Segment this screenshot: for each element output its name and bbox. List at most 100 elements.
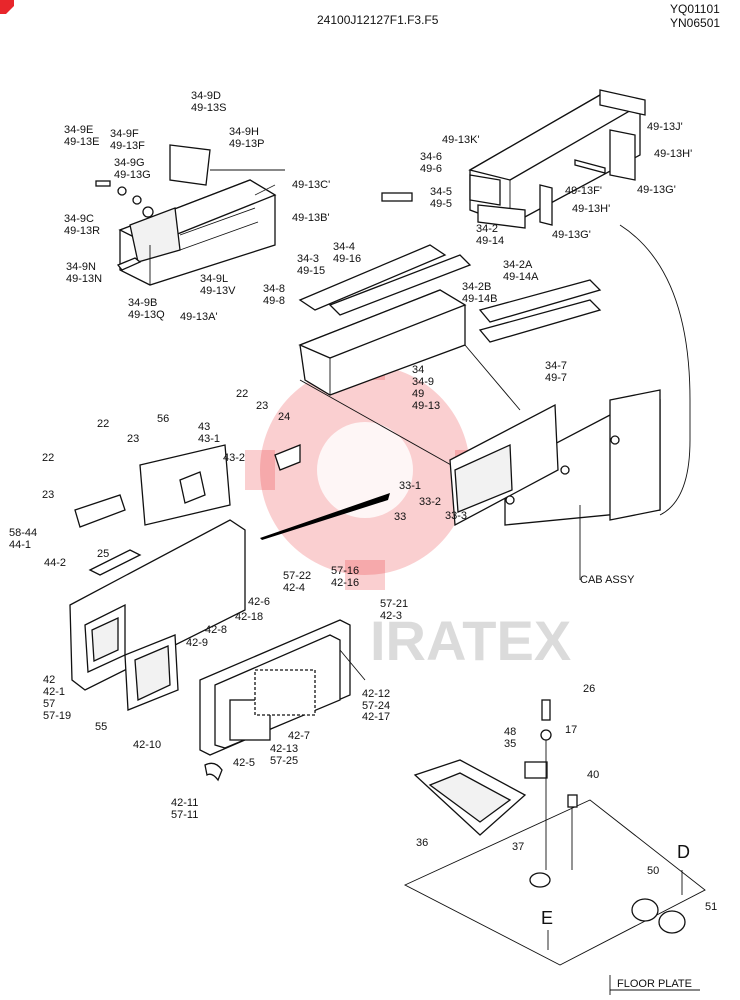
callout-c23: 34-449-16 (333, 241, 361, 265)
callout-text: 24 (278, 411, 290, 423)
callout-text: 49-7 (545, 372, 567, 384)
callout-text: 43-1 (198, 433, 220, 445)
callout-text: 49-13V (200, 285, 236, 297)
callout-c15: 49-13H' (654, 148, 692, 160)
callout-c40: 33-1 (399, 480, 421, 492)
callout-text: 22 (97, 418, 109, 430)
callout-text: 55 (95, 721, 107, 733)
callout-text: 23 (42, 489, 54, 501)
callout-text: 34-9E (64, 124, 93, 136)
callout-c69: 37 (512, 841, 524, 853)
callout-text: 42-7 (288, 730, 310, 742)
callout-text: 42-13 (270, 743, 298, 755)
callout-text: 49-13G' (552, 229, 591, 241)
callout-text: 57-25 (270, 755, 298, 767)
callout-text: 49-13F (110, 140, 145, 152)
callout-text: 34-9N (66, 261, 96, 273)
callout-c12: 49-13A' (180, 311, 218, 323)
callout-c36: 23 (127, 433, 139, 445)
callout-text: 49-13G (114, 169, 151, 181)
callout-text: 42 (43, 674, 55, 686)
callout-text: 34-9 (412, 376, 434, 388)
main-duct-box (298, 192, 602, 471)
callout-text: D (677, 842, 690, 862)
callout-text: 49-13K' (442, 134, 480, 146)
callout-text: 42-9 (186, 637, 208, 649)
callout-text: 34-2B (462, 281, 491, 293)
callout-text: 42-12 (362, 688, 390, 700)
callout-text: 34 (412, 364, 424, 376)
callout-text: 49-6 (420, 163, 442, 175)
callout-c17: 49-13F' (565, 185, 602, 197)
callout-text: 26 (583, 683, 595, 695)
callout-text: 34-8 (263, 283, 285, 295)
callout-text: 49-13C' (292, 179, 330, 191)
callout-c74: FLOOR PLATE (617, 978, 692, 990)
watermark-text: IRATEX (370, 609, 571, 672)
callout-text: 43-2 (223, 452, 245, 464)
callout-c30: 22 (236, 388, 248, 400)
cab-assembly (449, 224, 691, 580)
callout-text: 34-9C (64, 213, 94, 225)
callout-c47: CAB ASSY (580, 574, 635, 586)
callout-text: 34-2 (476, 223, 498, 235)
callout-c43: 33-3 (445, 510, 467, 522)
callout-text: 42-6 (248, 596, 270, 608)
callout-text: 49-15 (297, 265, 325, 277)
callout-c50: 42-6 (248, 596, 270, 608)
callout-text: 33-1 (399, 480, 421, 492)
drawing-ref-line1: YQ01101 (670, 2, 720, 16)
callout-text: 49 (412, 388, 424, 400)
callout-c7: 49-13B' (292, 212, 330, 224)
callout-text: 57-22 (283, 570, 311, 582)
callout-text: 34-9H (229, 126, 259, 138)
callout-text: 58-44 (9, 527, 37, 539)
callout-text: 34-9L (200, 273, 228, 285)
callout-text: 22 (42, 452, 54, 464)
callout-c60: 42-10 (133, 739, 161, 751)
callout-text: 49-13R (64, 225, 100, 237)
callout-c45: 44-2 (44, 557, 66, 569)
callout-c27: 34-849-8 (263, 283, 285, 307)
upper-right-duct-assembly (468, 89, 646, 229)
callout-text: 42-11 (171, 797, 198, 809)
callout-c21: 49-13G' (552, 229, 591, 241)
callout-text: 49-13G' (637, 184, 676, 196)
callout-c67: 40 (587, 769, 599, 781)
callout-text: 57-21 (380, 598, 408, 610)
callout-text: 22 (236, 388, 248, 400)
callout-text: 42-16 (331, 577, 359, 589)
callout-text: 49-13A' (180, 311, 218, 323)
drawing-model-code: 24100J12127F1.F3.F5 (317, 13, 439, 27)
callout-c28: 34-749-7 (545, 360, 567, 384)
callout-text: 49-13S (191, 102, 226, 114)
callout-text: 17 (565, 724, 577, 736)
callout-text: 23 (256, 400, 268, 412)
callout-text: 42-5 (233, 757, 255, 769)
callout-text: 49-13H' (654, 148, 692, 160)
callout-text: 25 (97, 548, 109, 560)
callout-text: 49-13N (66, 273, 102, 285)
callout-text: 49-13E (64, 136, 99, 148)
callout-text: 57-11 (171, 809, 198, 821)
callout-c41: 33-2 (419, 496, 441, 508)
callout-text: 49-13J' (647, 121, 683, 133)
callout-text: 49-14A (503, 271, 539, 283)
callout-c13: 49-13K' (442, 134, 480, 146)
callout-text: 49-16 (333, 253, 361, 265)
callout-text: 57-24 (362, 700, 390, 712)
callout-c20: 49-13H' (572, 203, 610, 215)
callout-c68: 36 (416, 837, 428, 849)
lower-vent-assembly (124, 619, 366, 782)
callout-text: 49-13 (412, 400, 440, 412)
callout-text: 44-1 (9, 539, 31, 551)
callout-c53: 42-8 (205, 624, 227, 636)
